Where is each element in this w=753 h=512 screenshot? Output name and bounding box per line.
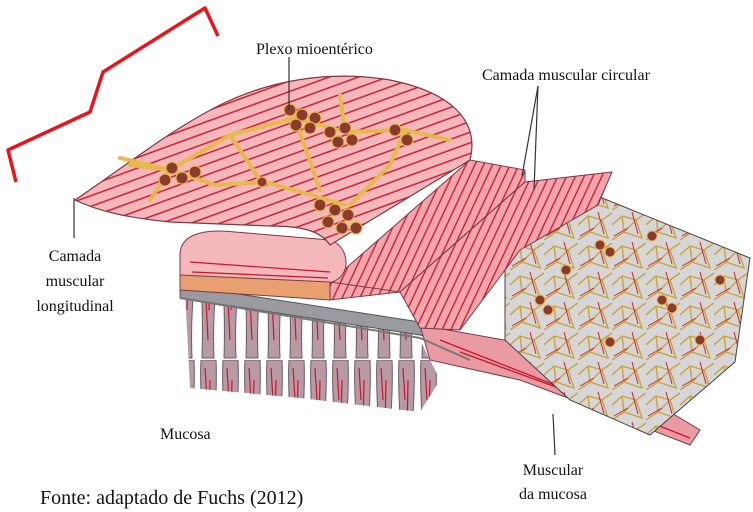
label-circular: Camada muscular circular (482, 66, 650, 85)
source-caption: Fonte: adaptado de Fuchs (2012) (40, 486, 303, 510)
label-mucosa: Mucosa (160, 425, 211, 444)
label-plexo: Plexo mioentérico (256, 40, 373, 59)
label-muscular-mucosa: Muscular da mucosa (478, 459, 628, 507)
label-longitudinal: Camada muscular longitudinal (20, 244, 130, 319)
